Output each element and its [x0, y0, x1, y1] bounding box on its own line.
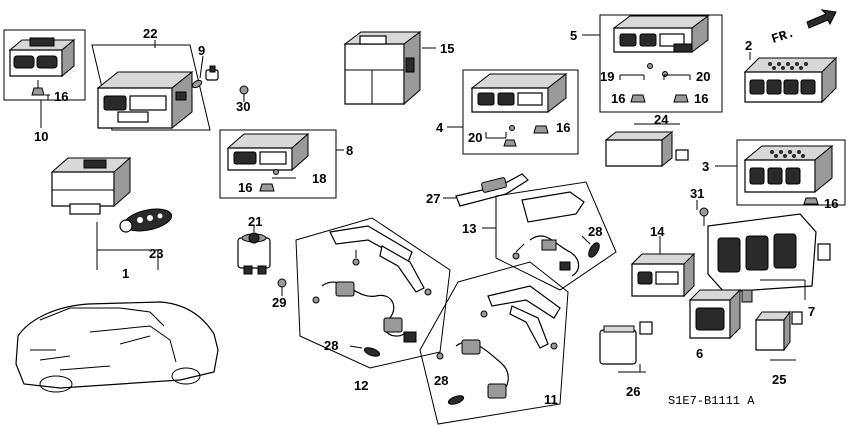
- callout-16-c: 16: [694, 91, 708, 106]
- callout-10: 10: [34, 129, 48, 144]
- part-21-switch: [237, 226, 287, 296]
- part-14-unit: [630, 252, 696, 298]
- part-5-group: [599, 14, 723, 113]
- part-10-switch: [3, 29, 86, 101]
- callout-24: 24: [654, 112, 669, 127]
- callout-9: 9: [198, 43, 205, 58]
- callout-18: 18: [312, 171, 326, 186]
- callout-16-e: 16: [238, 180, 252, 195]
- callout-23: 23: [149, 246, 163, 261]
- callout-14: 14: [650, 224, 665, 239]
- callout-29: 29: [272, 295, 286, 310]
- diagram-code: S1E7-B1111 A: [668, 394, 755, 408]
- callout-31: 31: [690, 186, 704, 201]
- callout-3: 3: [702, 159, 709, 174]
- callouts: 22 9 16 30 10 15 5 19 20 16 16 FR. 2 4 2…: [34, 25, 838, 408]
- callout-2: 2: [745, 38, 752, 53]
- part-7-bezel: [699, 207, 831, 300]
- part-2-switch-panel: [743, 56, 838, 104]
- callout-1: 1: [122, 266, 129, 281]
- part-24-bar: [604, 123, 689, 168]
- part-1-control-unit: [50, 156, 173, 270]
- callout-16-b: 16: [611, 91, 625, 106]
- callout-30: 30: [236, 99, 250, 114]
- callout-21: 21: [248, 214, 262, 229]
- callout-26: 26: [626, 384, 640, 399]
- callout-28-a: 28: [588, 224, 602, 239]
- callout-19: 19: [600, 69, 614, 84]
- part-26-cover: [599, 321, 653, 373]
- part-3-group: [736, 139, 846, 206]
- callout-16-f: 16: [824, 196, 838, 211]
- part-11-harness: [419, 261, 569, 425]
- callout-16-d: 16: [556, 120, 570, 135]
- vehicle-outline: [15, 301, 219, 393]
- callout-11: 11: [544, 392, 558, 407]
- callout-6: 6: [696, 346, 703, 361]
- callout-20-a: 20: [696, 69, 710, 84]
- part-4-group: [462, 69, 579, 155]
- callout-16-a: 16: [54, 89, 68, 104]
- callout-20-b: 20: [468, 130, 482, 145]
- callout-7: 7: [808, 304, 815, 319]
- callout-28-b: 28: [324, 338, 338, 353]
- callout-28-c: 28: [434, 373, 448, 388]
- part-15-box: [343, 31, 422, 106]
- callout-13: 13: [462, 221, 476, 236]
- callout-12: 12: [354, 378, 368, 393]
- part-27-bracket: [455, 173, 529, 207]
- callout-5: 5: [570, 28, 577, 43]
- callout-4: 4: [436, 120, 444, 135]
- part-12-harness: [295, 217, 451, 369]
- part-13-harness: [495, 181, 617, 291]
- callout-15: 15: [440, 41, 454, 56]
- front-direction-arrow: [806, 9, 837, 29]
- part-8-group: [219, 129, 337, 199]
- callout-8: 8: [346, 143, 353, 158]
- part-6-switch: [688, 288, 753, 340]
- callout-25: 25: [772, 372, 786, 387]
- callout-27: 27: [426, 191, 440, 206]
- leader-lines: [40, 34, 751, 372]
- part-25-switch: [755, 310, 803, 361]
- callout-22: 22: [143, 26, 157, 41]
- part-22-group: [91, 44, 249, 131]
- fr-label: FR.: [770, 25, 797, 46]
